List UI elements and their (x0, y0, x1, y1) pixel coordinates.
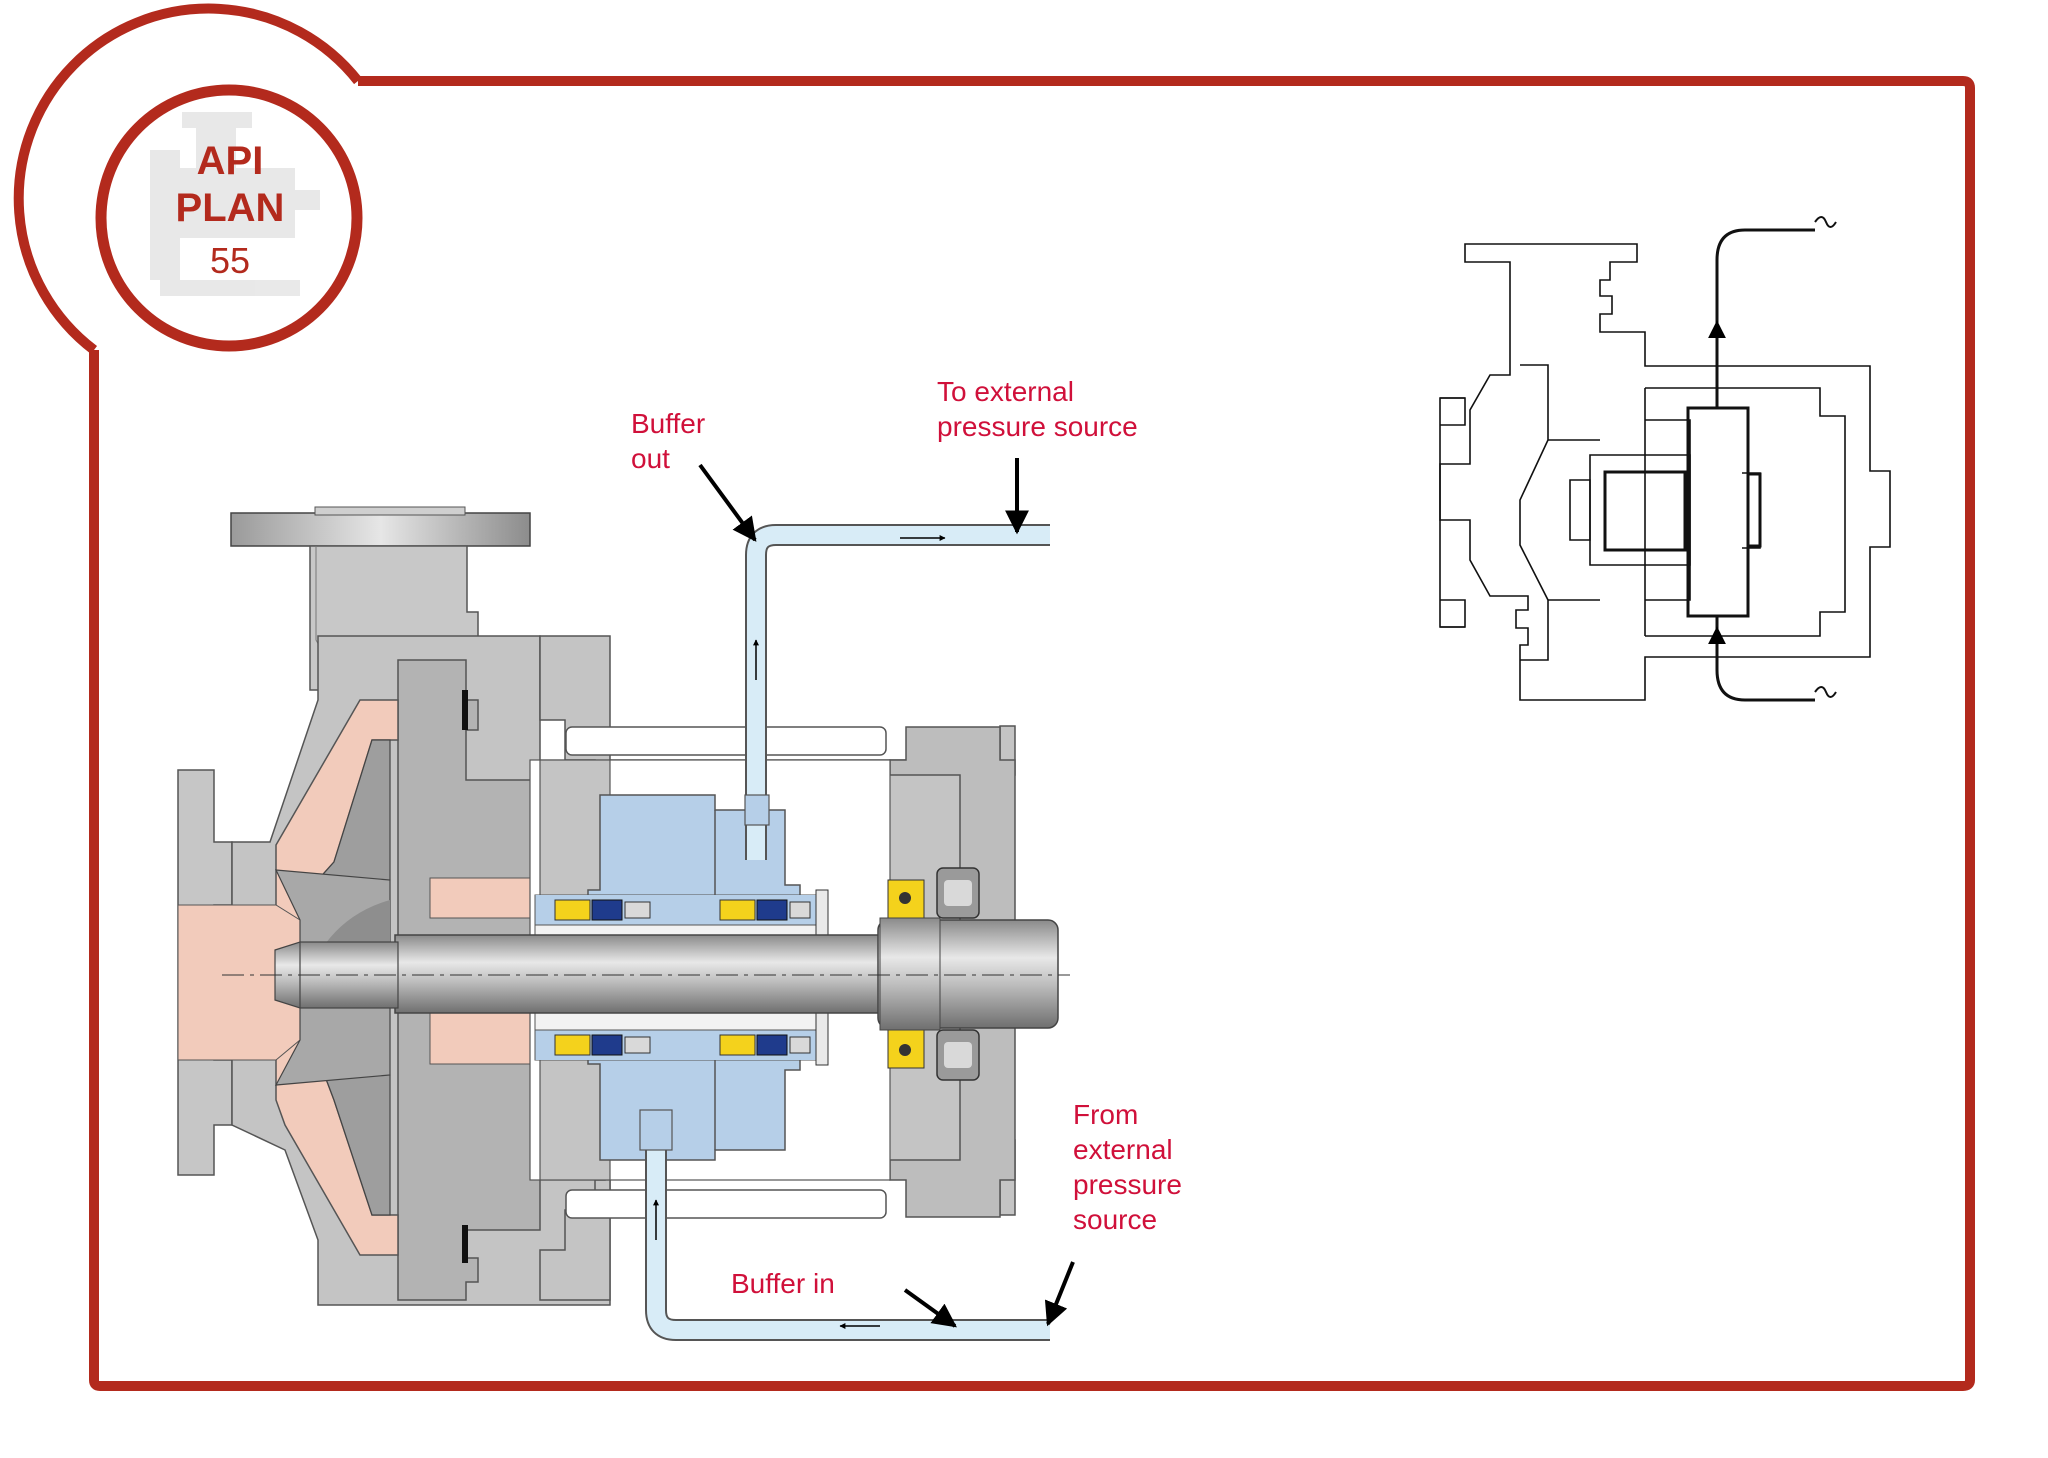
badge-outer-ring (13, 3, 362, 354)
pump-cross-section (177, 506, 1070, 1306)
badge-line-number: 55 (209, 240, 251, 281)
from-external-arrow (1044, 1261, 1075, 1327)
badge-pump-watermark (150, 112, 320, 296)
label-buffer-out: Buffer out (631, 408, 706, 474)
badge-line-plan: PLAN (175, 186, 285, 230)
inner-seal-bottom (554, 1034, 651, 1056)
schematic-pump-outline (1439, 243, 1891, 701)
frame-border (89, 76, 1975, 1391)
label-from-external-pressure-source: From external pressure source (1073, 1099, 1182, 1235)
badge-line-api: API (196, 139, 264, 183)
discharge-flange (230, 512, 531, 547)
schematic-outlet-line (1715, 228, 1815, 408)
outer-seal-top (719, 899, 811, 921)
buffer-out-arrow (698, 463, 757, 542)
badge-circle (95, 84, 363, 352)
buffer-piping (639, 524, 1050, 1341)
label-to-external-pressure-source: To external pressure source (937, 376, 1138, 442)
plan-schematic (1439, 216, 1891, 702)
outer-seal-bottom (719, 1034, 811, 1056)
shaft (394, 934, 886, 1014)
buffer-in-arrow (903, 1288, 957, 1328)
label-buffer-in: Buffer in (731, 1268, 835, 1299)
inner-seal-top (554, 899, 651, 921)
schematic-seal-box (1686, 406, 1750, 618)
schematic-inlet-line (1715, 616, 1815, 702)
